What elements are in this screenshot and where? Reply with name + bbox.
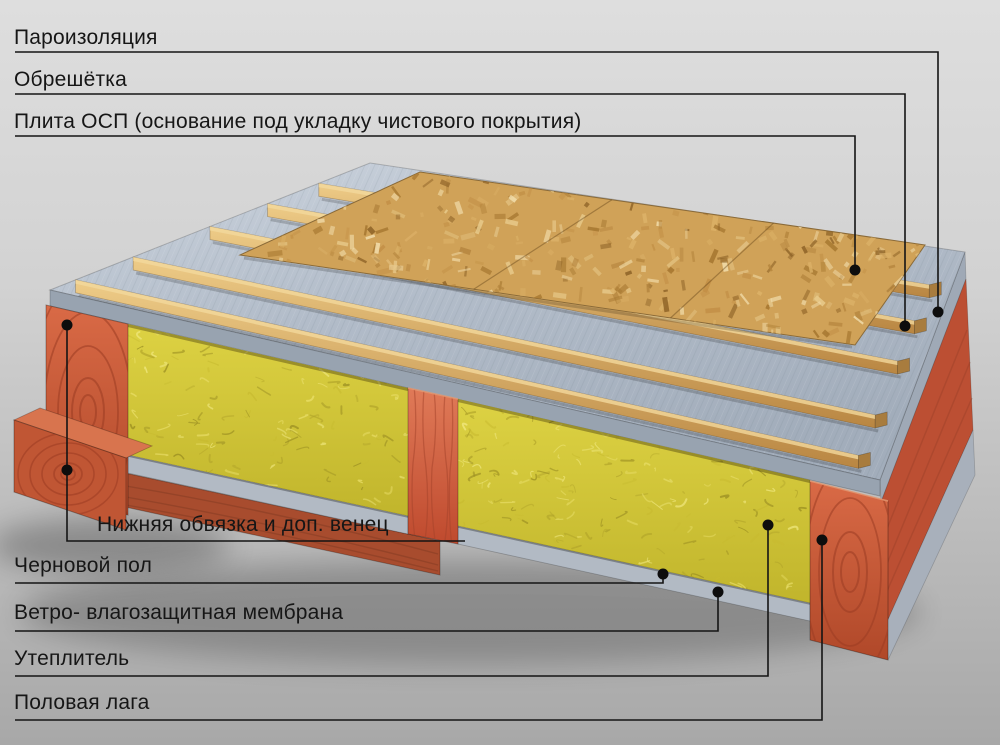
batten xyxy=(75,279,871,473)
leader-line-insulation xyxy=(15,525,769,677)
label-vapor-barrier: Пароизоляция xyxy=(14,26,158,49)
membrane-front-band xyxy=(49,289,881,497)
leader-line-osb xyxy=(15,135,856,270)
leader-line-lathing xyxy=(15,93,906,326)
callout-dot-bottom-frame-lower xyxy=(61,464,73,476)
leader-line-membrane xyxy=(15,592,719,632)
callout-dot-osb xyxy=(849,264,861,276)
leader-lines xyxy=(15,51,939,721)
joist-rings xyxy=(810,481,888,660)
right-side-grain xyxy=(883,329,973,599)
callout-dot-lathing xyxy=(899,320,911,332)
callout-dot-subfloor xyxy=(657,568,669,580)
label-bottom-frame: Нижняя обвязка и доп. венец xyxy=(97,513,389,536)
label-osb: Плита ОСП (основание под укладку чистово… xyxy=(14,110,582,133)
leader-line-floor-joist xyxy=(15,540,823,721)
label-insulation: Утеплитель xyxy=(14,647,130,670)
label-membrane: Ветро- влагозащитная мембрана xyxy=(14,601,344,624)
label-subfloor: Черновой пол xyxy=(14,554,153,577)
callout-dot-bottom-frame-upper xyxy=(61,319,73,331)
floor-joist-end xyxy=(809,480,889,661)
leader-line-vapor-barrier xyxy=(15,51,939,312)
right-side-face xyxy=(879,251,976,661)
label-floor-joist: Половая лага xyxy=(14,691,150,714)
batten xyxy=(132,256,888,433)
callout-dot-floor-joist xyxy=(816,534,828,546)
callout-dot-membrane xyxy=(712,586,724,598)
callout-dot-vapor-barrier xyxy=(932,306,944,318)
callout-dots xyxy=(61,264,944,598)
crown-grain xyxy=(125,485,439,572)
joist-grain xyxy=(411,388,454,544)
crown-beam-protrusion xyxy=(12,407,154,531)
osb-seams xyxy=(473,199,774,319)
callout-dot-insulation xyxy=(762,519,774,531)
middle-joist xyxy=(407,387,459,545)
leader-line-bottom-frame xyxy=(66,325,465,542)
osb-edge-shadow xyxy=(243,256,853,349)
label-lathing: Обрешётка xyxy=(14,68,127,91)
